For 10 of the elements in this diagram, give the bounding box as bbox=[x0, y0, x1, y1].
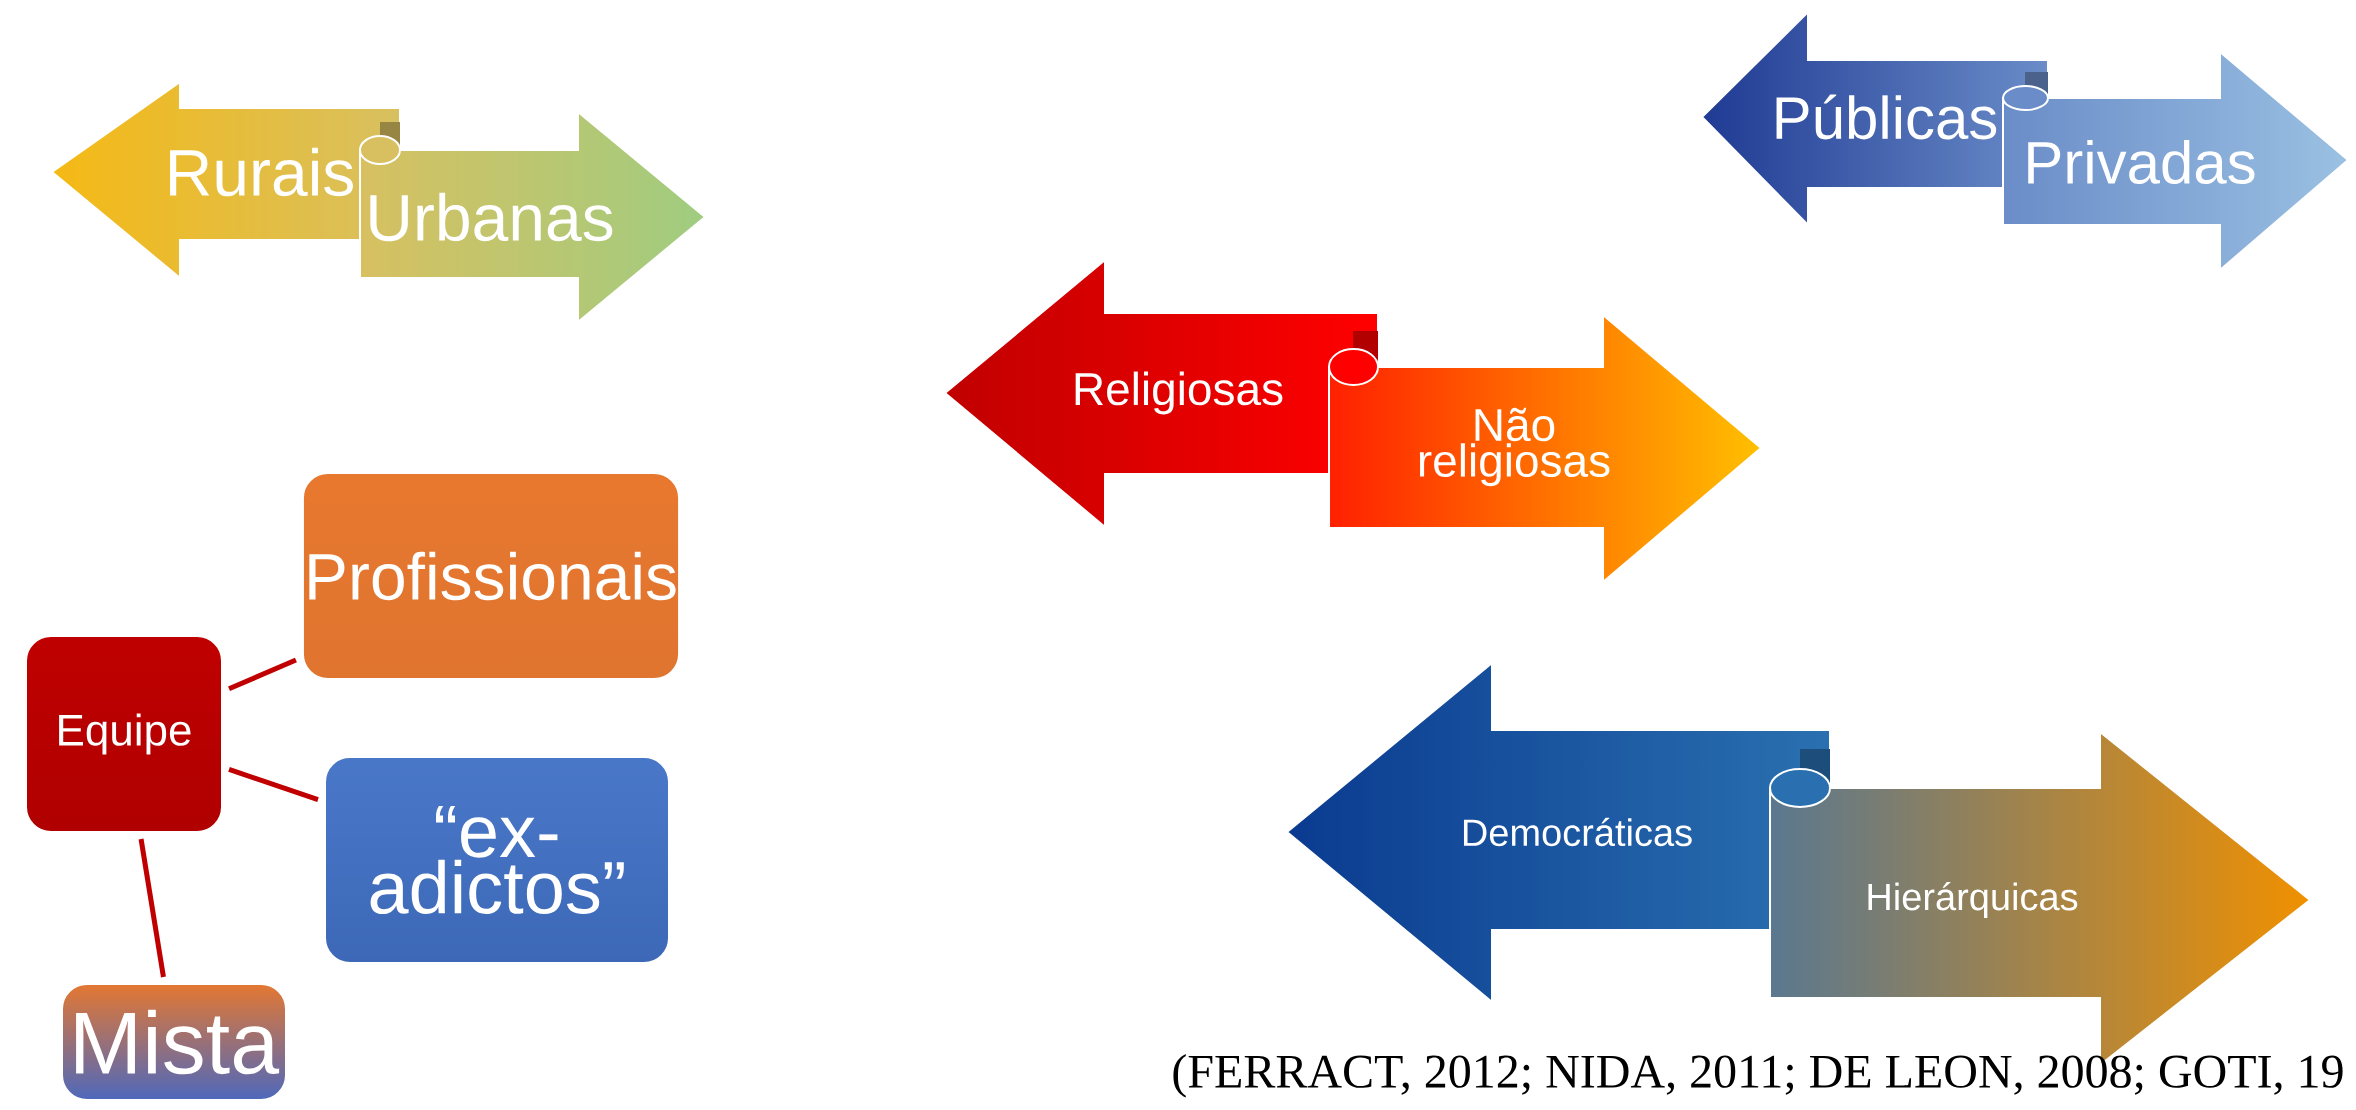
ribbon-banner: Urbanas bbox=[359, 109, 707, 325]
rounded-box: Mista bbox=[55, 977, 293, 1107]
connector-line bbox=[228, 657, 297, 692]
connector-line bbox=[138, 838, 166, 978]
ribbon-banner: Privadas bbox=[2002, 49, 2350, 273]
rounded-box: Equipe bbox=[19, 629, 229, 839]
rounded-box: “ex-adictos” bbox=[318, 750, 676, 970]
ribbon-banner: Não religiosas bbox=[1328, 312, 1763, 585]
rounded-box: Profissionais bbox=[295, 466, 687, 686]
connector-line bbox=[228, 767, 319, 802]
